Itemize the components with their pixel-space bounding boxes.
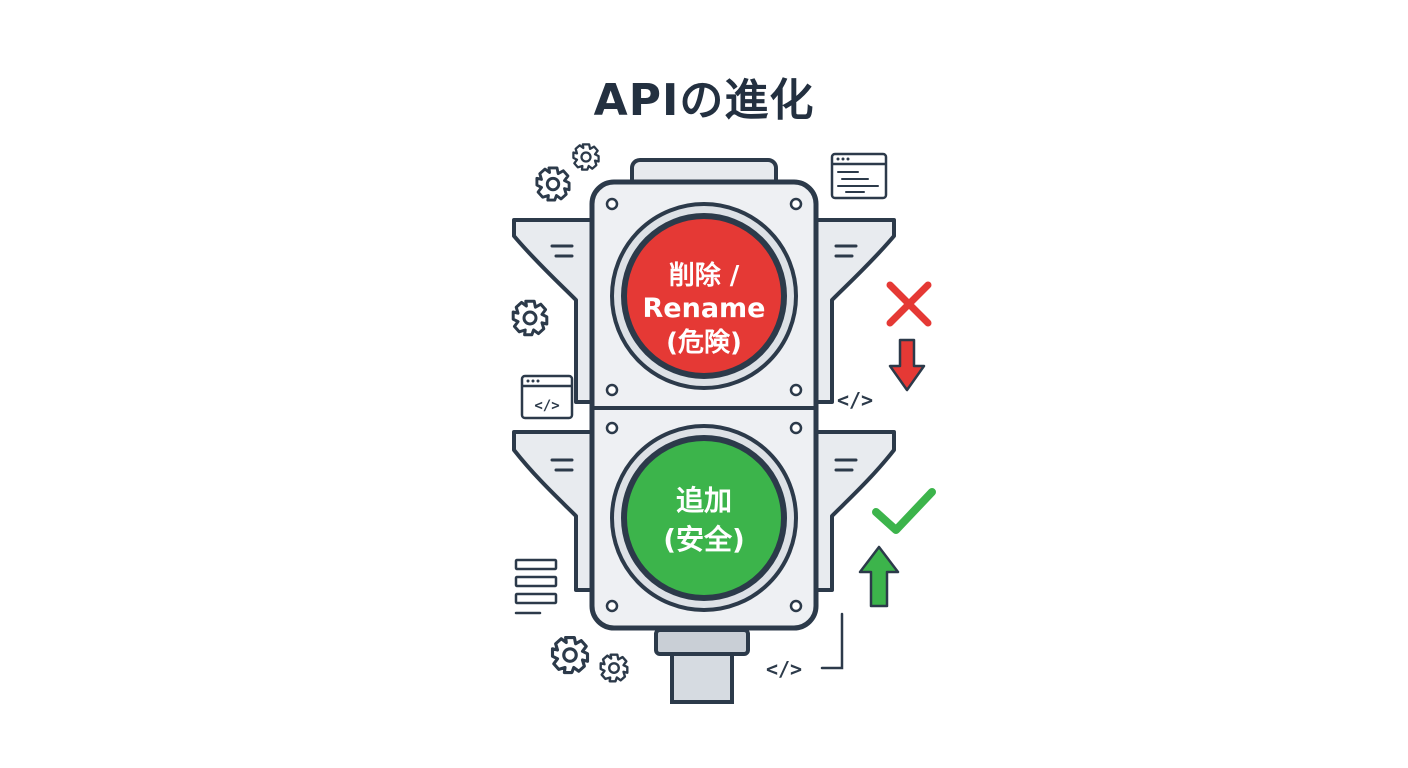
pole [670, 650, 734, 704]
visor-lines [550, 244, 858, 472]
left-visor-bottom [512, 430, 594, 592]
gear-icon [535, 143, 600, 202]
right-visor-bottom [812, 430, 896, 592]
code-tag-right: </> [837, 388, 873, 412]
screws [605, 197, 803, 613]
gear-icon [511, 299, 549, 337]
right-visor-top [812, 218, 896, 404]
arrow-down-icon [888, 338, 926, 392]
list-icon [514, 558, 558, 615]
code-window-icon: </> [520, 374, 574, 420]
red-light-line1: 削除 / [669, 260, 740, 291]
green-lamp-lens [621, 435, 787, 601]
red-light: 削除 / Rename (危険) [610, 202, 798, 390]
gear-icon [550, 635, 629, 683]
svg-text:</>: </> [534, 398, 559, 414]
browser-window-icon [830, 152, 888, 200]
connector-line [820, 612, 844, 670]
page-title: APIの進化 [593, 75, 815, 126]
red-light-line3: (危険) [666, 327, 742, 358]
code-tag-bottom: </> [766, 657, 802, 681]
red-light-line2: Rename [643, 293, 766, 324]
green-light-line2: (安全) [663, 523, 745, 556]
pole-collar [654, 628, 750, 656]
left-visor-top [512, 218, 594, 404]
check-icon [872, 488, 936, 534]
red-lamp-lens [621, 213, 787, 379]
green-light-line1: 追加 [676, 484, 732, 517]
green-light: 追加 (安全) [610, 424, 798, 612]
cross-icon [886, 281, 932, 327]
arrow-up-icon [858, 545, 900, 608]
